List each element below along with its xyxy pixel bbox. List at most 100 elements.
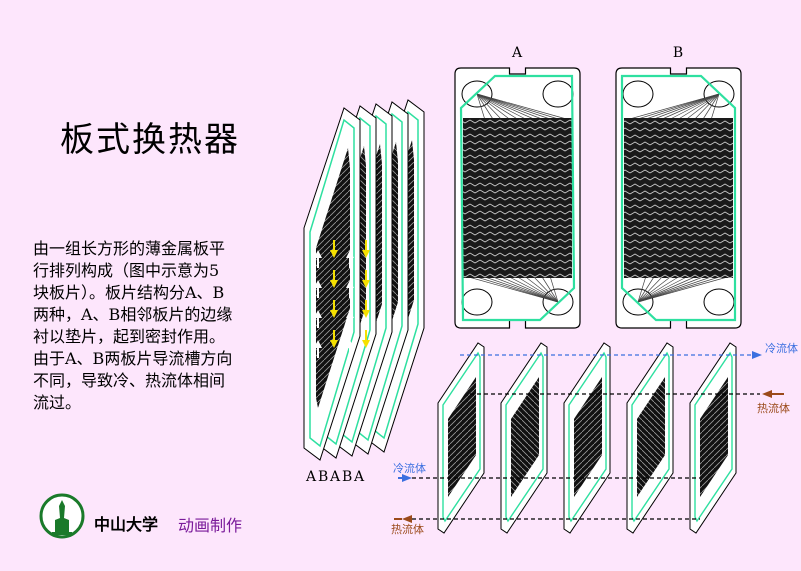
perspective-plate bbox=[563, 342, 611, 534]
cold-flow-arrow bbox=[314, 250, 322, 258]
plate-a-front-view bbox=[454, 67, 581, 329]
hot-flow-arrow bbox=[362, 340, 370, 348]
distribution-line bbox=[476, 93, 528, 121]
plate-port bbox=[703, 288, 735, 316]
description-line: 行排列构成（图中示意为5 bbox=[33, 261, 220, 280]
distribution-line bbox=[476, 93, 503, 121]
distribution-line bbox=[685, 93, 720, 121]
sequence-letter: B bbox=[342, 469, 352, 485]
sequence-letter: A bbox=[353, 469, 365, 485]
perspective-plate bbox=[437, 342, 485, 534]
distribution-line bbox=[524, 275, 559, 303]
plate-port bbox=[622, 80, 654, 108]
distribution-line bbox=[637, 275, 647, 303]
distribution-line bbox=[476, 93, 486, 121]
distribution-line bbox=[637, 275, 715, 303]
distribution-line bbox=[476, 93, 537, 121]
sequence-letter: A bbox=[305, 469, 317, 485]
hot-flow-arrow bbox=[330, 280, 338, 288]
distribution-line bbox=[476, 93, 554, 121]
description-text: 由一组长方形的薄金属板平 行排列构成（图中示意为5 块板片）。板片结构分A、B … bbox=[33, 238, 283, 414]
distribution-line bbox=[637, 275, 689, 303]
perspective-plate bbox=[626, 342, 674, 534]
perspective-plate bbox=[689, 342, 737, 534]
perspective-plate bbox=[500, 342, 548, 534]
description-line: 衬以垫片，起到密封作用。 bbox=[33, 327, 226, 346]
distribution-line bbox=[668, 93, 720, 121]
distribution-line bbox=[476, 93, 545, 121]
plate-perspective-row bbox=[437, 342, 737, 534]
plate-a-label: A bbox=[511, 45, 523, 61]
distribution-line bbox=[676, 93, 720, 121]
university-name: 中山大学 bbox=[94, 515, 159, 534]
description-line: 由于A、B两板片导流槽方向 bbox=[33, 349, 233, 368]
cold-flow-in-label: 冷流体 bbox=[393, 461, 426, 475]
distribution-line bbox=[481, 275, 559, 303]
distribution-line bbox=[634, 93, 720, 121]
animation-caption: 动画制作 bbox=[178, 516, 243, 535]
chevron-channels bbox=[463, 118, 572, 278]
description-line: 不同，导致冷、热流体相间 bbox=[33, 371, 226, 390]
hot-flow-arrow bbox=[330, 250, 338, 258]
cold-flow-out-label: 冷流体 bbox=[765, 341, 798, 355]
distribution-line bbox=[498, 275, 559, 303]
gasket-outline bbox=[459, 74, 576, 322]
distribution-line bbox=[507, 275, 559, 303]
distribution-line bbox=[637, 275, 655, 303]
distribution-line bbox=[476, 93, 494, 121]
distribution-line bbox=[476, 93, 562, 121]
hot-flow-out bbox=[394, 515, 700, 523]
cold-flow-arrow bbox=[346, 280, 354, 288]
distribution-line bbox=[637, 275, 664, 303]
hot-flow-arrow bbox=[362, 250, 370, 258]
distribution-line bbox=[541, 275, 559, 303]
distribution-line bbox=[637, 275, 698, 303]
description-line: 由一组长方形的薄金属板平 bbox=[33, 239, 226, 258]
distribution-line bbox=[464, 275, 559, 303]
distribution-line bbox=[637, 275, 732, 303]
cold-flow-arrow bbox=[346, 310, 354, 318]
page-title: 板式换热器 bbox=[60, 120, 240, 160]
hot-flow-arrow bbox=[330, 310, 338, 318]
hot-flow-arrow bbox=[362, 280, 370, 288]
distribution-line bbox=[476, 93, 571, 121]
cold-flow-arrow bbox=[346, 340, 354, 348]
distribution-line bbox=[637, 275, 681, 303]
plate-b-label: B bbox=[673, 45, 683, 61]
hot-flow-in bbox=[470, 390, 784, 398]
chevron-channels bbox=[624, 118, 733, 278]
university-logo-icon bbox=[39, 493, 85, 539]
sequence-letter: A bbox=[329, 469, 341, 485]
distribution-line bbox=[637, 275, 672, 303]
distribution-line bbox=[549, 275, 559, 303]
cold-flow-in bbox=[398, 474, 700, 482]
description-line: 块板片）。板片结构分A、B bbox=[33, 283, 225, 302]
distribution-line bbox=[473, 275, 559, 303]
distribution-line bbox=[490, 275, 559, 303]
distribution-line bbox=[710, 93, 720, 121]
cold-flow-arrow bbox=[314, 340, 322, 348]
distribution-line bbox=[476, 93, 520, 121]
distribution-line bbox=[693, 93, 720, 121]
distribution-line bbox=[637, 275, 723, 303]
distribution-line bbox=[642, 93, 720, 121]
sequence-letter: B bbox=[318, 469, 328, 485]
hot-flow-in-label: 热流体 bbox=[757, 401, 790, 415]
plate-b-front-view bbox=[615, 67, 742, 329]
cold-flow-arrow bbox=[314, 280, 322, 288]
plate-port bbox=[542, 80, 574, 108]
distribution-line bbox=[532, 275, 559, 303]
hot-flow-arrow bbox=[362, 310, 370, 318]
distribution-line bbox=[476, 93, 511, 121]
footer: 中山大学 动画制作 bbox=[38, 492, 278, 542]
plate-stack bbox=[303, 99, 425, 461]
distribution-line bbox=[625, 93, 720, 121]
cold-flow-arrow bbox=[314, 310, 322, 318]
distribution-line bbox=[702, 93, 720, 121]
cold-flow-out bbox=[460, 351, 762, 359]
plate-port bbox=[461, 288, 493, 316]
distribution-line bbox=[659, 93, 720, 121]
distribution-line bbox=[515, 275, 559, 303]
